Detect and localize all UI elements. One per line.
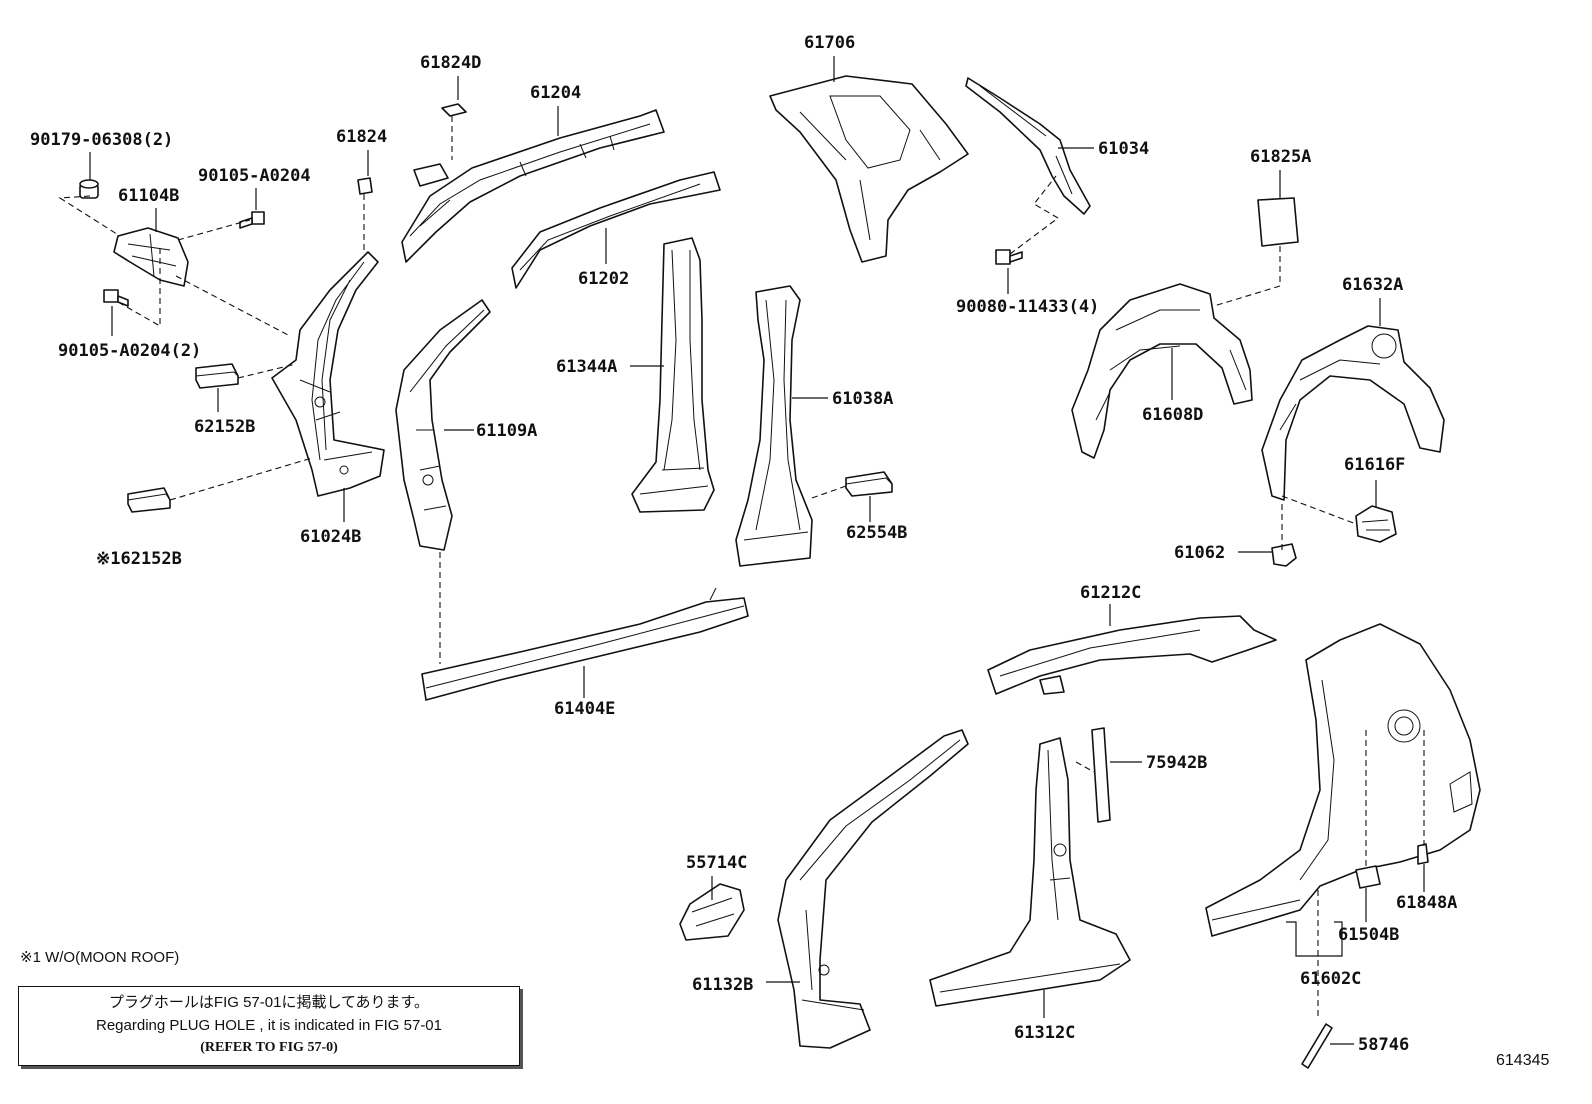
- part-block-62554B: [845, 471, 893, 497]
- label-61504B: 61504B: [1338, 925, 1399, 945]
- part-rail-61212C: [987, 615, 1277, 695]
- figure-number: 614345: [1496, 1052, 1550, 1069]
- part-pillar-61344A: [631, 237, 715, 513]
- label-58746: 58746: [1358, 1035, 1409, 1055]
- label-61632A: 61632A: [1342, 275, 1403, 295]
- leader-lines: [89, 56, 1425, 1045]
- part-pad-61825A: [1257, 197, 1299, 247]
- label-61706: 61706: [804, 33, 855, 53]
- part-rocker-61404E: [421, 587, 749, 701]
- part-pillar-61312C: [929, 737, 1131, 1007]
- part-rail-61204: [401, 109, 665, 263]
- part-pillar-61132B: [777, 729, 969, 1049]
- part-pad-61824D: [441, 103, 467, 117]
- part-clip-61848A: [1417, 843, 1429, 865]
- label-90080-11433: 90080-11433(4): [956, 297, 1099, 317]
- part-nut-90179: [79, 179, 99, 199]
- part-bracket-61616F: [1355, 505, 1397, 543]
- label-61202: 61202: [578, 269, 629, 289]
- label-61404E: 61404E: [554, 699, 615, 719]
- part-panel-61602C: [1205, 623, 1481, 937]
- plug-hole-note-jp: プラグホールはFIG 57-01に掲載してあります。: [108, 994, 430, 1011]
- label-61109A: 61109A: [476, 421, 537, 441]
- part-rail-61034: [965, 77, 1091, 215]
- part-strip-75942B: [1091, 727, 1111, 823]
- part-rail-61202: [511, 171, 721, 289]
- part-block-162152B: [127, 487, 171, 513]
- part-pillar-61109A: [395, 299, 491, 551]
- assembly-lines: [58, 116, 1425, 1020]
- label-90179-06308: 90179-06308(2): [30, 130, 173, 150]
- part-wheelhouse-61608D: [1071, 283, 1253, 459]
- note-without-moon-roof: ※1 W/O(MOON ROOF): [20, 949, 180, 966]
- label-61204: 61204: [530, 83, 581, 103]
- label-61824D: 61824D: [420, 53, 481, 73]
- label-61602C: 61602C: [1300, 969, 1361, 989]
- label-162152B: ※162152B: [96, 549, 182, 569]
- label-61132B: 61132B: [692, 975, 753, 995]
- part-wheelhouse-61632A: [1261, 325, 1445, 501]
- label-61608D: 61608D: [1142, 405, 1203, 425]
- part-pad-61824: [357, 177, 373, 195]
- label-75942B: 75942B: [1146, 753, 1207, 773]
- label-61024B: 61024B: [300, 527, 361, 547]
- label-61312C: 61312C: [1014, 1023, 1075, 1043]
- label-55714C: 55714C: [686, 853, 747, 873]
- part-bracket-55714C: [679, 883, 745, 941]
- part-bolt-90105b: [103, 289, 129, 307]
- part-bolt-90080: [995, 249, 1023, 265]
- label-61344A: 61344A: [556, 357, 617, 377]
- part-labels: 61824D 61204 61706 61034 90179-06308(2) …: [30, 33, 1457, 1055]
- part-bracket-61104B: [113, 227, 189, 287]
- refer-note: (REFER TO FIG 57-0): [200, 1040, 338, 1055]
- label-62554B: 62554B: [846, 523, 907, 543]
- part-pillar-61024B: [271, 251, 385, 497]
- label-62152B: 62152B: [194, 417, 255, 437]
- label-61034: 61034: [1098, 139, 1149, 159]
- plug-hole-note-box: プラグホールはFIG 57-01に掲載してあります。 Regarding PLU…: [18, 986, 520, 1066]
- label-61062: 61062: [1174, 543, 1225, 563]
- part-pad-61504B: [1355, 865, 1381, 889]
- label-61848A: 61848A: [1396, 893, 1457, 913]
- label-90105-A0204: 90105-A0204: [198, 166, 311, 186]
- label-90105-A0204-2: 90105-A0204(2): [58, 341, 201, 361]
- label-61825A: 61825A: [1250, 147, 1311, 167]
- plug-hole-note-en: Regarding PLUG HOLE , it is indicated in…: [96, 1017, 442, 1034]
- part-bolt-90105a: [239, 211, 265, 229]
- part-pillar-61038A: [735, 285, 813, 567]
- part-panel-61706: [769, 75, 969, 263]
- part-bracket-61062: [1271, 543, 1297, 567]
- part-strip-58746: [1301, 1023, 1333, 1069]
- label-61212C: 61212C: [1080, 583, 1141, 603]
- label-61038A: 61038A: [832, 389, 893, 409]
- part-block-62152B: [195, 363, 239, 389]
- label-61616F: 61616F: [1344, 455, 1405, 475]
- label-61104B: 61104B: [118, 186, 179, 206]
- label-61824: 61824: [336, 127, 387, 147]
